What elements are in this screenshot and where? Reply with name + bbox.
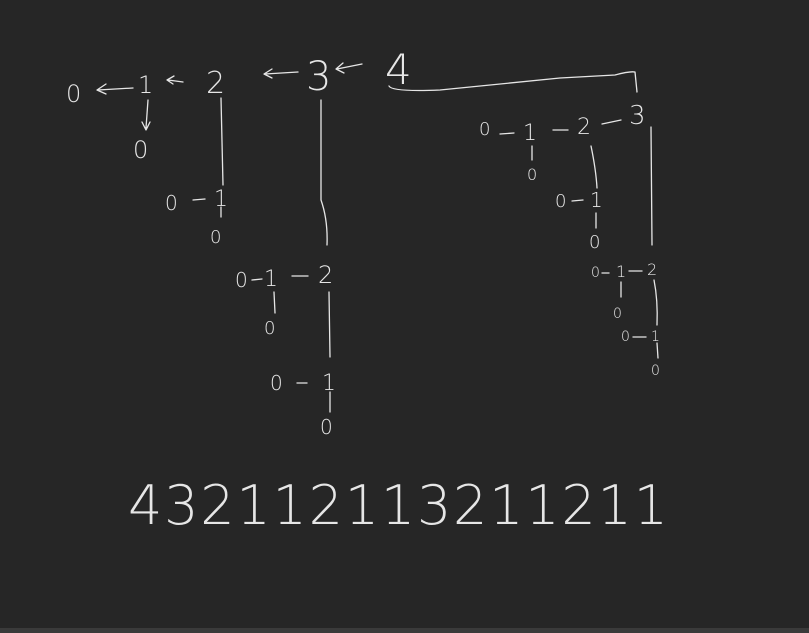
right-sub2-dash (571, 199, 584, 202)
left-leaf-under-1: 0 (133, 136, 148, 164)
right-sub3-node-2: 2 (647, 260, 657, 279)
left-sub3-node-1: 1 (264, 267, 278, 292)
arrow-1-to-0 (96, 83, 134, 95)
right-sub3b-node-1: 1 (651, 329, 660, 345)
top-node-2: 2 (206, 66, 225, 101)
right-node-1: 1 (523, 121, 537, 146)
edge-2-down (220, 97, 224, 186)
bracket-4-to-right (388, 71, 638, 93)
right-sub3b-edge-down (656, 342, 659, 359)
right-sub2-leaf: 0 (589, 232, 600, 253)
top-node-0: 0 (66, 80, 81, 108)
right-sub3b-node-0: 0 (621, 329, 630, 345)
right-sub3-leaf-1: 0 (613, 306, 622, 322)
left-sub3-edge-2 (328, 291, 331, 358)
canvas-bottom-edge (0, 628, 809, 633)
top-chain: 0 1 2 3 4 (66, 45, 638, 108)
right-sub3-edge-2 (653, 279, 658, 326)
right-sub2-node-1: 1 (590, 188, 603, 212)
left-sub2-node-1: 1 (214, 187, 228, 212)
edge-1-down (141, 99, 151, 131)
arrow-4-to-3 (335, 62, 363, 74)
right-sub2-node-0: 0 (555, 191, 566, 212)
left-tree: 0 0 1 0 0 1 2 0 0 1 0 (133, 97, 336, 439)
right-sub3-node-1: 1 (616, 262, 626, 281)
edge-3-down (320, 99, 328, 246)
left-sub3-dash-a (251, 278, 263, 281)
right-node-2: 2 (577, 115, 591, 140)
right-tree: 0 1 2 3 0 0 1 0 0 1 2 0 0 1 0 (479, 101, 660, 379)
left-sub3-edge-1 (273, 291, 276, 314)
right-dash-c (601, 119, 622, 125)
left-sub2-dash (192, 198, 206, 201)
left-sub3-node-2: 2 (318, 261, 333, 289)
right-edge-2 (590, 145, 598, 189)
right-leaf-1: 0 (527, 165, 537, 184)
top-node-1: 1 (138, 71, 153, 99)
left-sub3b-leaf: 0 (320, 415, 333, 439)
right-node-3: 3 (629, 101, 646, 131)
right-dash-a (499, 132, 515, 135)
left-sub3-leaf-1: 0 (264, 318, 275, 339)
arrow-2-to-1 (166, 75, 184, 85)
left-sub3b-node-0: 0 (270, 371, 283, 395)
right-edge-3 (650, 126, 653, 246)
sequence-text: 4 3 2 1 1 2 1 1 3 2 1 1 2 1 1 (128, 474, 668, 537)
right-node-0: 0 (479, 119, 490, 140)
right-sub3-node-0: 0 (591, 265, 600, 281)
left-sub2-node-0: 0 (165, 191, 178, 215)
left-sub3b-node-1: 1 (322, 371, 336, 396)
top-node-3: 3 (306, 54, 331, 100)
right-sub3b-leaf: 0 (651, 363, 660, 379)
arrow-3-to-2 (263, 68, 299, 79)
left-sub2-leaf: 0 (210, 227, 221, 248)
left-sub3-node-0: 0 (235, 268, 248, 292)
